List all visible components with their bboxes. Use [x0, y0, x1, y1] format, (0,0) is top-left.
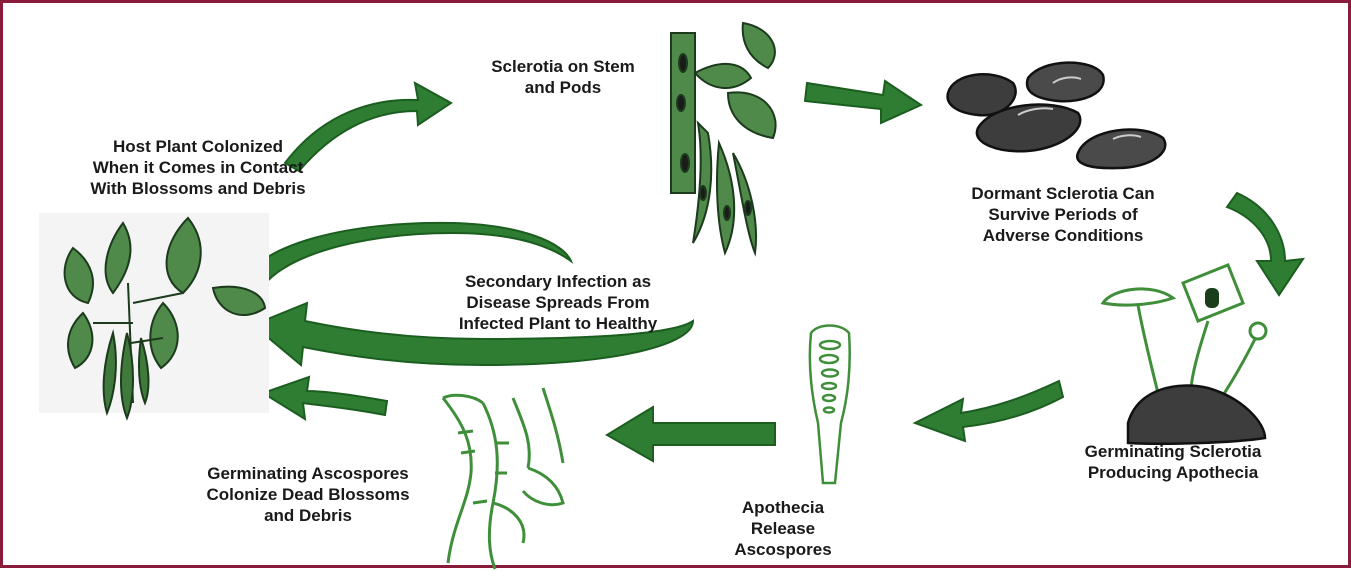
stem-with-sclerotia-illustration: [671, 23, 776, 253]
apothecia-illustration: [810, 326, 850, 484]
germinating-sclerotia-illustration: [1103, 265, 1266, 444]
label-sclerotia-stem: Sclerotia on Stem and Pods: [463, 56, 663, 98]
dormant-sclerotia-illustration: [948, 63, 1166, 169]
host-plant-illustration: [39, 213, 269, 418]
label-apothecia-release: Apothecia Release Ascospores: [723, 497, 843, 560]
germinating-ascospores-illustration: [443, 388, 563, 569]
label-germinating-ascospores: Germinating Ascospores Colonize Dead Blo…: [173, 463, 443, 526]
label-secondary-infection: Secondary Infection as Disease Spreads F…: [423, 271, 693, 334]
arrow-dormant-to-germinating: [1227, 193, 1303, 295]
label-host-plant: Host Plant Colonized When it Comes in Co…: [63, 136, 333, 199]
arrow-stem-to-dormant: [805, 81, 921, 123]
label-dormant-sclerotia: Dormant Sclerotia Can Survive Periods of…: [943, 183, 1183, 246]
arrow-ascospores-to-host: [263, 377, 387, 419]
arrow-apothecia-to-ascospores: [607, 407, 775, 461]
arrow-germinating-to-apothecia: [915, 381, 1063, 441]
label-germinating-sclerotia: Germinating Sclerotia Producing Apotheci…: [1053, 441, 1293, 483]
